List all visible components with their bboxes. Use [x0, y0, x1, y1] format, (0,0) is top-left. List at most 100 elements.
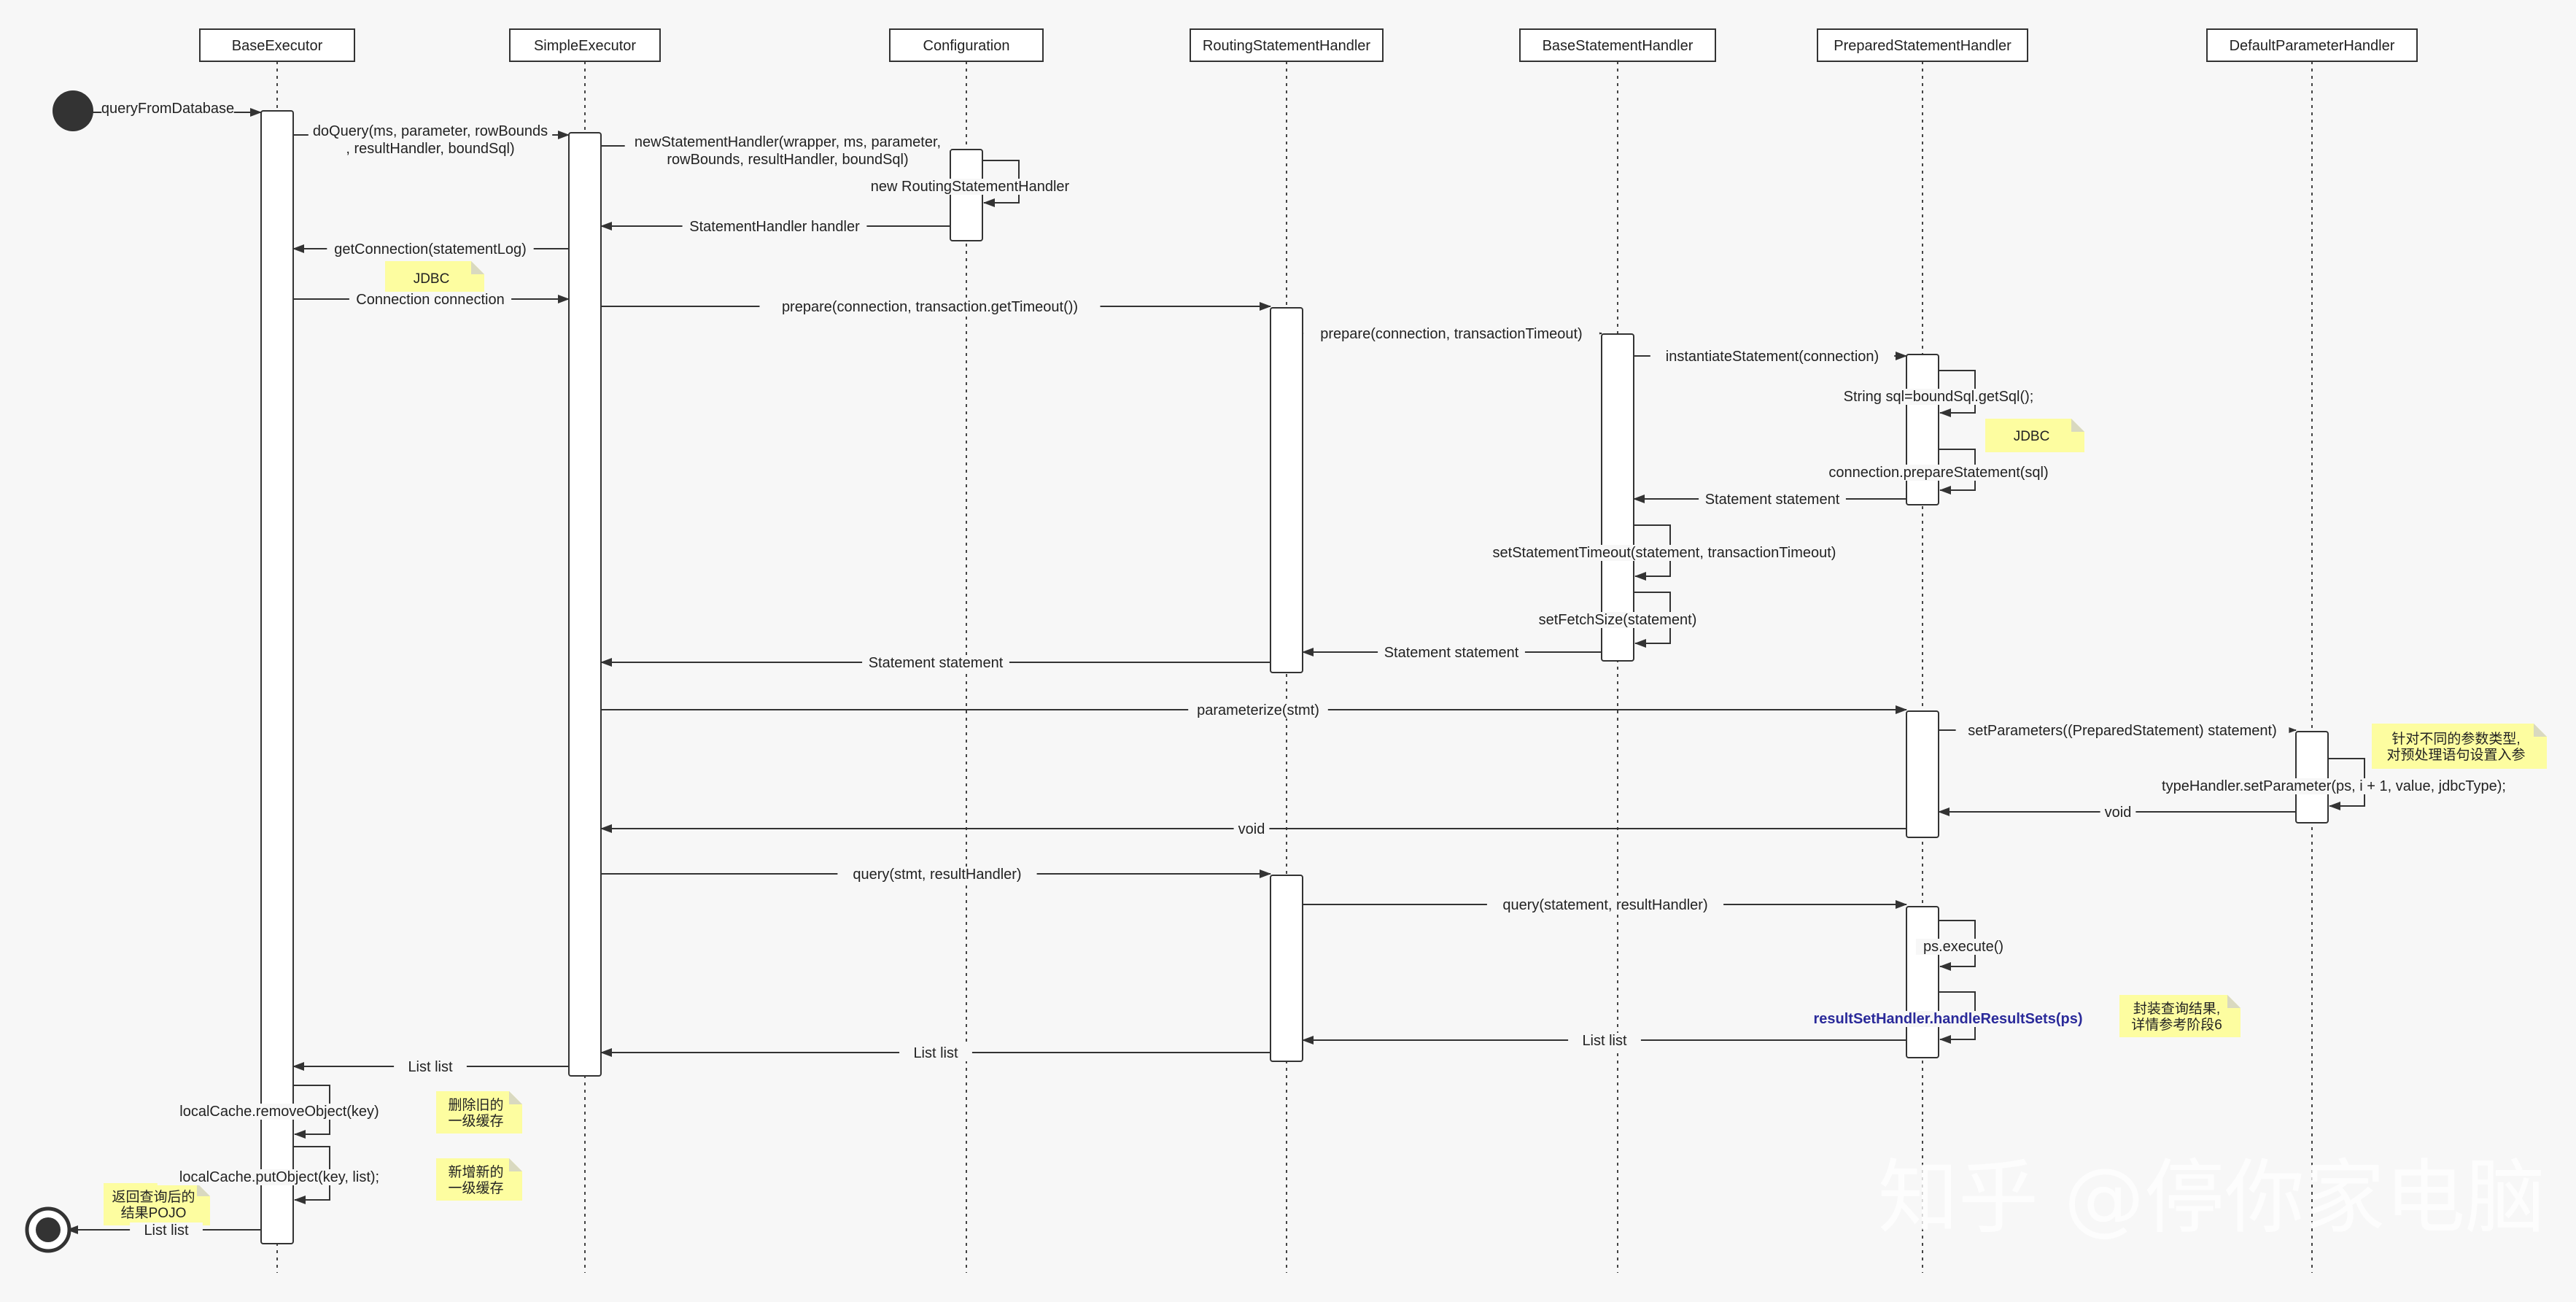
message-label-m7: Connection connection — [356, 292, 504, 308]
activation-bar-0 — [260, 110, 294, 1244]
participant-name-2: Configuration — [923, 38, 1010, 54]
message-label-bg-m28-0 — [899, 1045, 972, 1061]
note-n2 — [1985, 419, 2084, 452]
note-text-n1: JDBC — [414, 271, 450, 287]
message-label-m19: setParameters((PreparedStatement) statem… — [1968, 723, 2277, 739]
message-label-bg-m8-0 — [759, 299, 1101, 315]
message-label-m6: getConnection(statementLog) — [334, 241, 527, 257]
message-label-m26: resultSetHandler.handleResultSets(ps) — [1814, 1011, 2083, 1027]
message-label-m22: void — [1238, 821, 1265, 837]
participant-name-1: SimpleExecutor — [534, 38, 636, 54]
note-text-n4-line-1: 详情参考阶段6 — [2131, 1017, 2222, 1033]
message-label-m1: queryFromDatabase — [101, 101, 234, 117]
participant-box-6 — [2206, 28, 2418, 62]
note-text-n2: JDBC — [2014, 429, 2050, 444]
note-fold-n1 — [471, 261, 484, 274]
message-label-m4: new RoutingStatementHandler — [871, 179, 1070, 195]
note-text-n6-line-1: 一级缓存 — [448, 1180, 503, 1196]
note-fold-n4 — [2227, 995, 2241, 1008]
note-n3 — [2372, 724, 2547, 769]
message-label-m16: Statement statement — [1384, 645, 1519, 661]
message-label-bg-m14-0 — [1475, 545, 1853, 561]
message-label-m5: StatementHandler handler — [689, 219, 860, 235]
message-label-m29: List list — [408, 1059, 453, 1075]
message-label-bg-m3-1 — [654, 152, 921, 168]
message-label-m2-line-0: doQuery(ms, parameter, rowBounds — [313, 123, 548, 139]
note-text-n7-line-1: 结果POJO — [121, 1205, 187, 1221]
message-label-m23: query(stmt, resultHandler) — [853, 867, 1021, 883]
end-node — [36, 1217, 61, 1242]
note-text-n3-line-0: 针对不同的参数类型, — [2391, 731, 2520, 747]
note-text-n7-line-0: 返回查询后的 — [112, 1189, 195, 1205]
message-label-m11: String sql=boundSql.getSql(); — [1844, 389, 2034, 405]
start-node — [53, 90, 93, 131]
activation-bar-6 — [1906, 354, 1939, 505]
message-label-bg-m31-0 — [157, 1169, 402, 1185]
activation-bar-3 — [1270, 307, 1303, 673]
message-label-bg-m19-0 — [1955, 723, 2289, 739]
participant-box-5 — [1817, 28, 2028, 62]
message-label-bg-m7-0 — [349, 292, 512, 308]
activation-bar-2 — [950, 149, 983, 241]
activation-bar-1 — [568, 132, 602, 1077]
message-label-m9: prepare(connection, transactionTimeout) — [1320, 326, 1582, 342]
message-label-bg-m26-0 — [1807, 1011, 2089, 1027]
activation-bar-4 — [1270, 875, 1303, 1062]
note-fold-n3 — [2534, 724, 2547, 737]
note-n6 — [436, 1158, 522, 1201]
note-fold-n2 — [2071, 419, 2084, 432]
message-label-m31: localCache.putObject(key, list); — [179, 1169, 379, 1185]
participant-box-3 — [1190, 28, 1384, 62]
message-label-m17: Statement statement — [869, 655, 1004, 671]
message-label-bg-m4-0 — [866, 179, 1074, 195]
activation-bar-9 — [2295, 731, 2329, 824]
message-label-m10: instantiateStatement(connection) — [1666, 349, 1879, 365]
message-label-bg-m18-0 — [1188, 702, 1328, 718]
message-label-bg-m25-0 — [1915, 939, 2011, 955]
message-label-bg-m13-0 — [1699, 492, 1846, 508]
message-label-m18: parameterize(stmt) — [1197, 702, 1319, 718]
message-label-bg-m22-0 — [1233, 821, 1270, 837]
participant-name-6: DefaultParameterHandler — [2230, 38, 2395, 54]
message-label-bg-m6-0 — [327, 241, 534, 257]
message-label-m14: setStatementTimeout(statement, transacti… — [1493, 545, 1836, 561]
note-text-n5-line-1: 一级缓存 — [448, 1113, 503, 1129]
message-label-bg-m1-0 — [101, 101, 234, 117]
message-label-bg-m12-0 — [1816, 465, 2061, 481]
message-label-bg-m32-0 — [130, 1222, 203, 1239]
activation-bar-8 — [1906, 906, 1939, 1058]
message-label-bg-m10-0 — [1650, 349, 1895, 365]
message-label-bg-m11-0 — [1828, 389, 2049, 405]
note-n7 — [104, 1183, 210, 1225]
message-label-bg-m9-0 — [1303, 326, 1599, 342]
message-label-m24: query(statement, resultHandler) — [1502, 897, 1707, 913]
message-label-m20: typeHandler.setParameter(ps, i + 1, valu… — [2162, 778, 2506, 794]
message-label-bg-m2-0 — [308, 123, 553, 139]
participant-box-4 — [1519, 28, 1716, 62]
message-label-bg-m29-0 — [394, 1059, 467, 1075]
note-n1 — [385, 261, 484, 295]
note-fold-n5 — [509, 1091, 522, 1104]
message-label-bg-m21-0 — [2100, 805, 2136, 821]
message-label-bg-m17-0 — [862, 655, 1009, 671]
message-label-m21: void — [2105, 805, 2132, 821]
message-label-bg-m30-0 — [172, 1104, 387, 1120]
note-fold-n7 — [197, 1183, 210, 1196]
note-text-n3-line-1: 对预处理语句设置入参 — [2386, 747, 2525, 763]
message-label-m3-line-0: newStatementHandler(wrapper, ms, paramet… — [635, 134, 941, 150]
participant-name-5: PreparedStatementHandler — [1834, 38, 2011, 54]
message-label-m28: List list — [913, 1045, 958, 1061]
message-label-m32: List list — [144, 1222, 189, 1239]
participant-name-3: RoutingStatementHandler — [1203, 38, 1370, 54]
message-label-m12: connection.prepareStatement(sql) — [1828, 465, 2048, 481]
message-label-bg-m3-0 — [624, 134, 951, 150]
message-label-m27: List list — [1582, 1033, 1627, 1049]
participant-box-2 — [889, 28, 1044, 62]
note-n4 — [2119, 995, 2241, 1037]
message-label-bg-m2-1 — [330, 141, 530, 157]
message-label-m15: setFetchSize(statement) — [1539, 612, 1697, 628]
message-label-bg-m16-0 — [1378, 645, 1525, 661]
message-label-m25: ps.execute() — [1923, 939, 2003, 955]
message-label-bg-m15-0 — [1529, 612, 1707, 628]
